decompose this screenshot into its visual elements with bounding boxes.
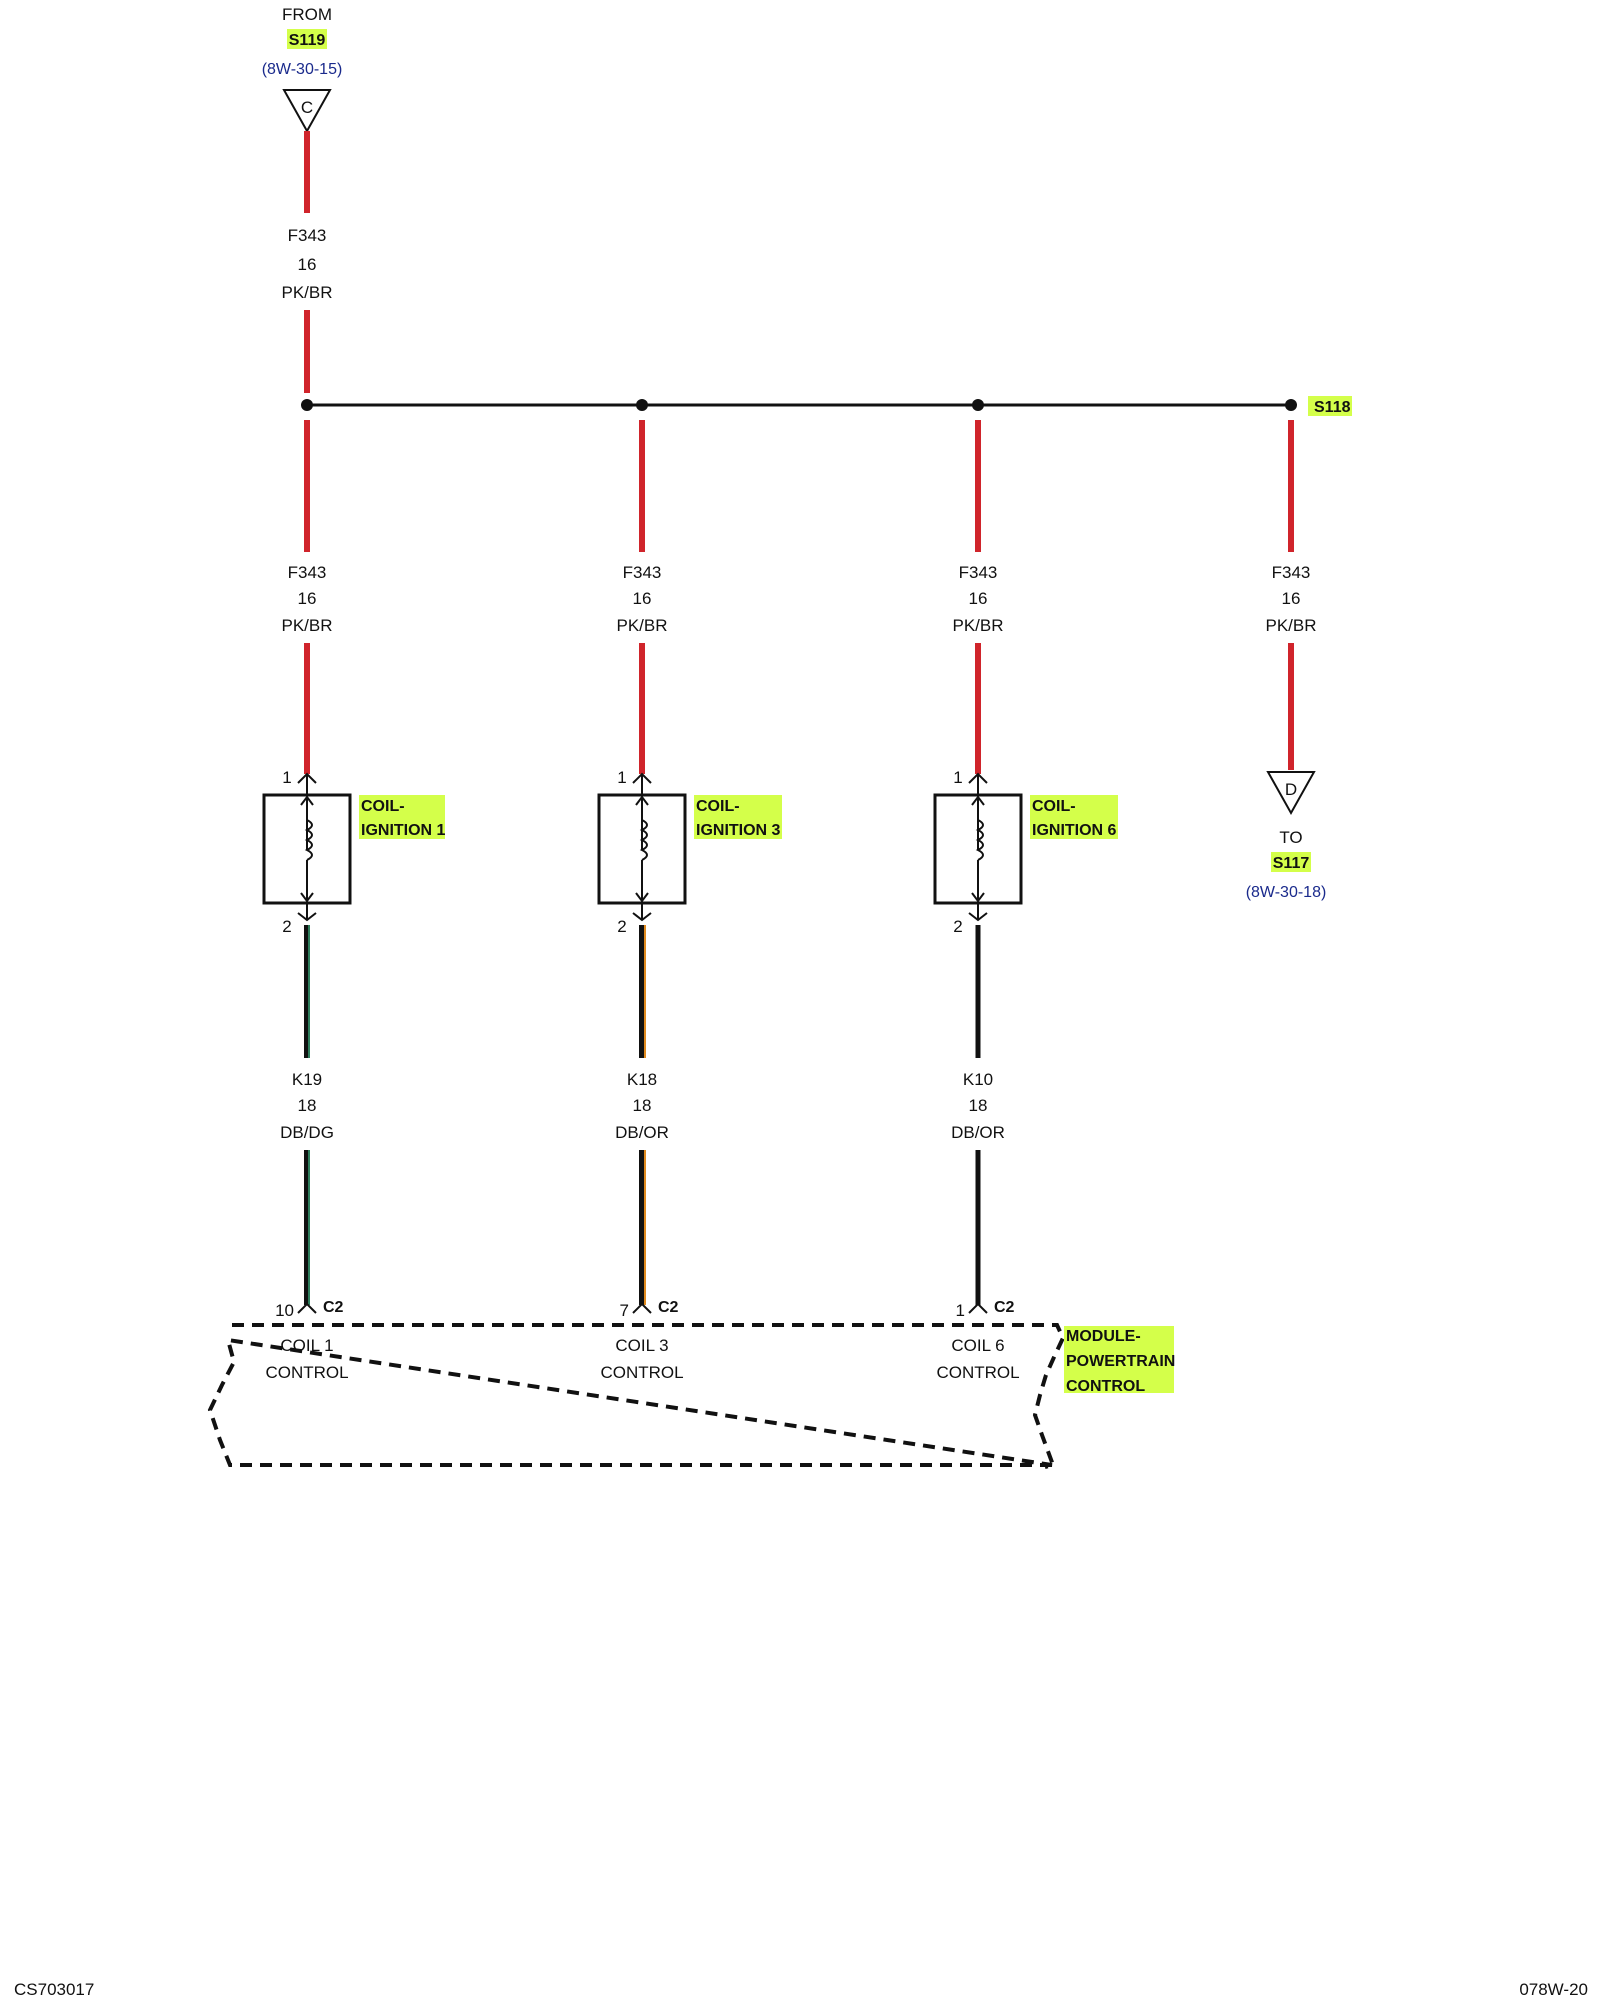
pcm-pin-7: 7 C2 COIL 3 CONTROL <box>600 1299 683 1382</box>
to-splice-s117: S117 <box>1273 855 1310 872</box>
branch-2-gauge: 16 <box>633 589 652 608</box>
coil-ignition-3: 1 2 COIL- IGNITION 3 <box>597 768 782 936</box>
connector-d-label: D <box>1285 780 1297 799</box>
coil-3-bottom-pin-arrow <box>632 912 652 922</box>
pcm-pin-10-number: 10 <box>275 1301 294 1320</box>
control-3-circuit: K18 <box>627 1070 657 1089</box>
coil-3-label-highlight <box>694 795 782 839</box>
pcm-pin-1: 1 C2 COIL 6 CONTROL <box>936 1299 1019 1382</box>
pcm-module-outline <box>207 1323 1066 1469</box>
control-1-circuit: K19 <box>292 1070 322 1089</box>
branch-3: F343 16 PK/BR <box>952 420 1004 774</box>
pcm-pin-7-connector: C2 <box>658 1299 679 1316</box>
control-3-gauge: 18 <box>633 1096 652 1115</box>
branch-1-color: PK/BR <box>281 616 332 635</box>
coil-3-pin-top: 1 <box>617 768 626 787</box>
from-label: FROM <box>282 5 332 24</box>
coil-3-pin-bottom: 2 <box>617 917 626 936</box>
control-wire-6: K10 18 DB/OR <box>951 925 1005 1305</box>
pcm-pin-1-number: 1 <box>956 1301 965 1320</box>
pcm-pin-1-line2: CONTROL <box>936 1363 1019 1382</box>
pcm-pin-1-connector: C2 <box>994 1299 1015 1316</box>
pcm-pin-10-line1: COIL 1 <box>280 1336 333 1355</box>
pcm-pin-7-number: 7 <box>620 1301 629 1320</box>
coil-3-label-line2: IGNITION 3 <box>696 822 781 839</box>
coil-6-label-line1: COIL- <box>1032 798 1076 815</box>
pcm-pin-10-line2: CONTROL <box>265 1363 348 1382</box>
coil-6-pin-top: 1 <box>953 768 962 787</box>
branch-4-color: PK/BR <box>1265 616 1316 635</box>
coil-1-winding-icon <box>304 819 313 861</box>
splice-dot-4 <box>1285 399 1297 411</box>
branch-2-color: PK/BR <box>616 616 667 635</box>
coil-6-bottom-pin-arrow <box>968 912 988 922</box>
coil-6-label-highlight <box>1030 795 1118 839</box>
pcm-label-highlight <box>1064 1326 1174 1393</box>
branch-2: F343 16 PK/BR <box>616 420 668 774</box>
coil-6-label-line2: IGNITION 6 <box>1032 822 1117 839</box>
coil-1-bottom-pin-arrow <box>297 912 317 922</box>
control-6-circuit: K10 <box>963 1070 993 1089</box>
branch-1: F343 16 PK/BR <box>281 420 333 774</box>
feed-wire-color: PK/BR <box>281 283 332 302</box>
coil-1-label-line1: COIL- <box>361 798 405 815</box>
splice-dot-2 <box>636 399 648 411</box>
connector-c-symbol <box>282 89 332 134</box>
pcm-pin-1-line1: COIL 6 <box>951 1336 1004 1355</box>
coil-1-pin-top: 1 <box>282 768 291 787</box>
coil-1-pin-bottom: 2 <box>282 917 291 936</box>
splice-dot-3 <box>972 399 984 411</box>
s117-highlight <box>1271 852 1311 872</box>
coil-3-label-line1: COIL- <box>696 798 740 815</box>
connector-d-symbol <box>1266 771 1316 816</box>
branch-4-gauge: 16 <box>1282 589 1301 608</box>
splice-s118-label: S118 <box>1314 399 1351 416</box>
pcm-label-line2: POWERTRAIN <box>1066 1353 1175 1370</box>
control-3-color: DB/OR <box>615 1123 669 1142</box>
pcm-label-line1: MODULE- <box>1066 1328 1141 1345</box>
coil-6-winding-icon <box>975 819 984 861</box>
branch-2-circuit: F343 <box>623 563 662 582</box>
pcm-pin-10: 10 C2 COIL 1 CONTROL <box>265 1299 348 1382</box>
control-wire-3: K18 18 DB/OR <box>615 925 669 1305</box>
feed-wire-circuit: F343 <box>288 226 327 245</box>
s119-highlight <box>287 29 327 49</box>
splice-dot-1 <box>301 399 313 411</box>
control-1-color: DB/DG <box>280 1123 334 1142</box>
coil-ignition-6: 1 2 COIL- IGNITION 6 <box>933 768 1118 936</box>
to-page-ref[interactable]: (8W-30-18) <box>1246 884 1327 901</box>
from-page-ref[interactable]: (8W-30-15) <box>262 61 343 78</box>
coil-1-label-line2: IGNITION 1 <box>361 822 446 839</box>
pcm-pin-7-line1: COIL 3 <box>615 1336 668 1355</box>
coil-1-label-highlight <box>359 795 445 839</box>
branch-3-circuit: F343 <box>959 563 998 582</box>
branch-1-circuit: F343 <box>288 563 327 582</box>
pcm-pin-10-connector: C2 <box>323 1299 344 1316</box>
control-wire-1: K19 18 DB/DG <box>280 925 334 1305</box>
footer-right-code: 078W-20 <box>1519 1980 1588 1999</box>
coil-ignition-1: 1 2 COIL- IGNITION 1 <box>262 768 446 936</box>
feed-wire-gauge: 16 <box>298 255 317 274</box>
control-6-color: DB/OR <box>951 1123 1005 1142</box>
coil-6-pin-bottom: 2 <box>953 917 962 936</box>
from-splice-s119: S119 <box>289 32 326 49</box>
to-label: TO <box>1279 828 1302 847</box>
branch-3-color: PK/BR <box>952 616 1003 635</box>
connector-c-label: C <box>301 98 313 117</box>
branch-4: F343 16 PK/BR <box>1265 420 1317 770</box>
pcm-pin-7-line2: CONTROL <box>600 1363 683 1382</box>
s118-highlight <box>1308 396 1352 416</box>
coil-3-winding-icon <box>639 819 648 861</box>
pcm-label-line3: CONTROL <box>1066 1378 1145 1395</box>
control-6-gauge: 18 <box>969 1096 988 1115</box>
branch-4-circuit: F343 <box>1272 563 1311 582</box>
footer-left-code: CS703017 <box>14 1980 94 1999</box>
branch-1-gauge: 16 <box>298 589 317 608</box>
branch-3-gauge: 16 <box>969 589 988 608</box>
control-1-gauge: 18 <box>298 1096 317 1115</box>
